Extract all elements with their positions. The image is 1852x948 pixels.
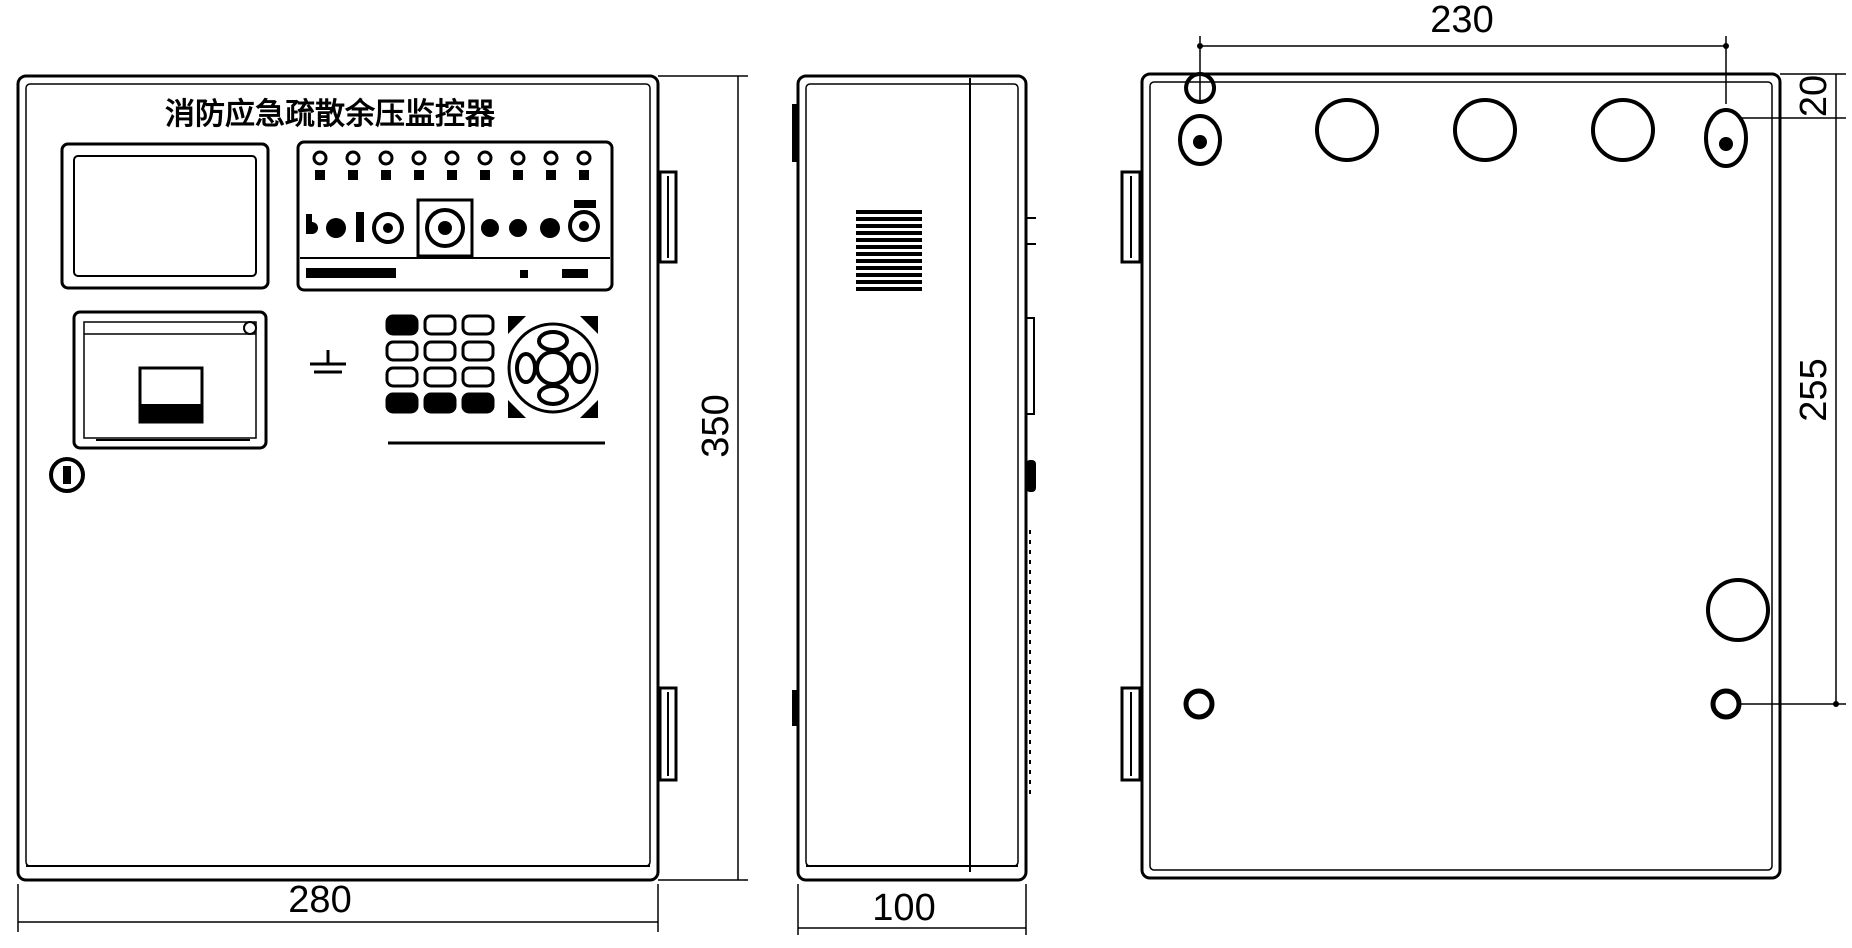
- indicator-label-mark: [315, 170, 325, 180]
- keypad-key: [423, 340, 457, 362]
- indicator-lamp: [312, 150, 328, 166]
- indicator-lamp: [543, 150, 559, 166]
- vent-slot: [856, 231, 922, 235]
- vent-slot: [856, 238, 922, 242]
- indicator-lamp: [444, 150, 460, 166]
- vent-slot: [856, 266, 922, 270]
- side-depth-dimension: 100: [797, 884, 1027, 935]
- keypad-key: [385, 392, 419, 414]
- vent-slot: [856, 245, 922, 249]
- keypad: [385, 314, 605, 445]
- printer: [72, 310, 268, 450]
- keypad-key: [423, 392, 457, 414]
- indicator-lamp: [345, 150, 361, 166]
- indicator-lamp: [576, 150, 592, 166]
- front-panel: [16, 74, 660, 882]
- display-screen: [60, 142, 270, 290]
- vent-slot: [856, 217, 922, 221]
- keypad-key: [461, 392, 495, 414]
- indicator-label-mark: [546, 170, 556, 180]
- mounting-keyhole-left: [1178, 72, 1222, 166]
- mount-hole-lower-left: [1183, 688, 1215, 720]
- side-depth-label: 100: [872, 887, 935, 929]
- side-view: [792, 74, 1036, 882]
- back-panel: [1140, 72, 1782, 880]
- indicator-label-mark: [480, 170, 490, 180]
- vent-slot: [856, 287, 922, 291]
- front-width-label: 280: [288, 879, 351, 921]
- cable-hole-1: [1315, 98, 1379, 162]
- front-height-label: 350: [695, 394, 737, 457]
- cable-hole-3: [1591, 98, 1655, 162]
- vent-slot: [856, 280, 922, 284]
- indicator-label-mark: [513, 170, 523, 180]
- front-width-dimension: 280: [17, 879, 659, 932]
- vent-slot: [856, 259, 922, 263]
- keypad-key: [423, 314, 457, 336]
- vent-slot: [856, 210, 922, 214]
- ground-symbol: [310, 350, 346, 374]
- hole-spacing-dimension: 230: [1197, 0, 1729, 104]
- door-lock-icon: [49, 457, 85, 493]
- navigation-pad: [507, 316, 599, 418]
- front-title: 消防应急疏散余压监控器: [165, 97, 496, 132]
- hinge-upper: [658, 170, 678, 264]
- key-switch: [416, 198, 474, 258]
- indicator-label-mark: [348, 170, 358, 180]
- indicator-label-mark: [447, 170, 457, 180]
- indicator-label-mark: [381, 170, 391, 180]
- back-view: [1120, 72, 1782, 880]
- vent-slot: [856, 273, 922, 277]
- cable-hole-2: [1453, 98, 1517, 162]
- hole-spacing-label: 230: [1430, 0, 1493, 41]
- front-view: 消防应急疏散余压监控器: [16, 74, 678, 882]
- mount-hole-lower-right: [1710, 688, 1742, 720]
- keypad-key: [461, 314, 495, 336]
- top-offset-label: 20: [1793, 75, 1835, 117]
- indicator-lamp: [378, 150, 394, 166]
- indicator-label-mark: [414, 170, 424, 180]
- buzzer: [568, 210, 600, 242]
- indicator-lamp: [510, 150, 526, 166]
- front-panel-inner: [25, 83, 651, 867]
- vertical-spacing-label: 255: [1793, 358, 1835, 421]
- nav-ok-button: [535, 350, 571, 386]
- keypad-key: [423, 366, 457, 388]
- indicator-label-mark: [579, 170, 589, 180]
- indicator-lamp: [477, 150, 493, 166]
- keypad-key: [385, 314, 419, 336]
- vent-grille: [856, 210, 922, 291]
- hinge-lower: [658, 686, 678, 782]
- keypad-key: [385, 366, 419, 388]
- side-panel: [796, 74, 1028, 882]
- keypad-key: [461, 366, 495, 388]
- indicator-lamp: [411, 150, 427, 166]
- mounting-keyhole-right: [1704, 108, 1748, 168]
- side-lock: [1026, 460, 1036, 492]
- vent-slot: [856, 252, 922, 256]
- control-knob-2: [372, 212, 404, 244]
- keypad-key: [461, 340, 495, 362]
- top-offset-dimension: 20: [1740, 73, 1846, 119]
- vertical-spacing-dimension: 255: [1740, 118, 1846, 707]
- cable-hole-4: [1706, 578, 1770, 642]
- front-height-dimension: 350: [658, 75, 748, 881]
- keypad-key: [385, 340, 419, 362]
- indicator-panel: [296, 140, 614, 292]
- vent-slot: [856, 224, 922, 228]
